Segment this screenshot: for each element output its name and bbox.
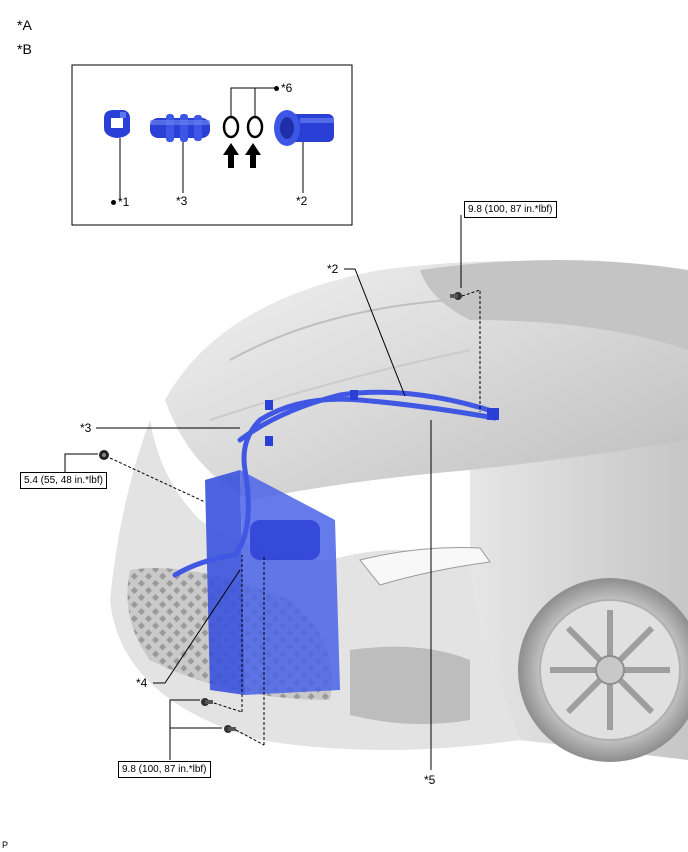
callout-part-5: *5 — [424, 773, 436, 787]
up-arrow-icon — [245, 143, 261, 168]
callout-text: *1 — [118, 195, 130, 209]
callout-text: *6 — [281, 81, 293, 95]
detail-inset — [71, 64, 353, 226]
bolt-icon — [99, 450, 109, 460]
pipe-clamps — [265, 390, 499, 446]
torque-spec-bottom: 9.8 (100, 87 in.*lbf) — [118, 761, 211, 778]
figure-code: P — [2, 840, 9, 850]
callout-part-4: *4 — [136, 676, 148, 690]
view-label-b: *B — [17, 41, 32, 57]
callout-part-1: *1 — [111, 195, 129, 209]
clip-part-icon — [104, 110, 130, 138]
hose-fitting-icon — [150, 114, 210, 142]
bolt-icon — [450, 292, 462, 300]
callout-leaders — [64, 215, 462, 770]
callout-part-3-detail: *3 — [176, 194, 188, 208]
bolt-icon — [224, 725, 236, 733]
torque-spec-top-right: 9.8 (100, 87 in.*lbf) — [464, 201, 557, 218]
view-label-a: *A — [17, 17, 32, 33]
install-guide-lines — [109, 289, 481, 746]
callout-part-3-main: *3 — [80, 421, 92, 435]
callout-part-2-main: *2 — [327, 262, 339, 276]
up-arrow-icon — [223, 143, 239, 168]
dot-marker — [111, 200, 116, 206]
ac-pipes — [172, 389, 498, 578]
pipe-connector-icon — [274, 110, 334, 146]
bolt-icon — [201, 698, 213, 706]
callout-part-2-detail: *2 — [296, 194, 308, 208]
vehicle-body — [110, 260, 688, 762]
callout-part-6: *6 — [274, 81, 292, 95]
condenser — [205, 470, 340, 695]
dot-marker — [274, 86, 279, 92]
torque-spec-left: 5.4 (55, 48 in.*lbf) — [20, 472, 107, 489]
